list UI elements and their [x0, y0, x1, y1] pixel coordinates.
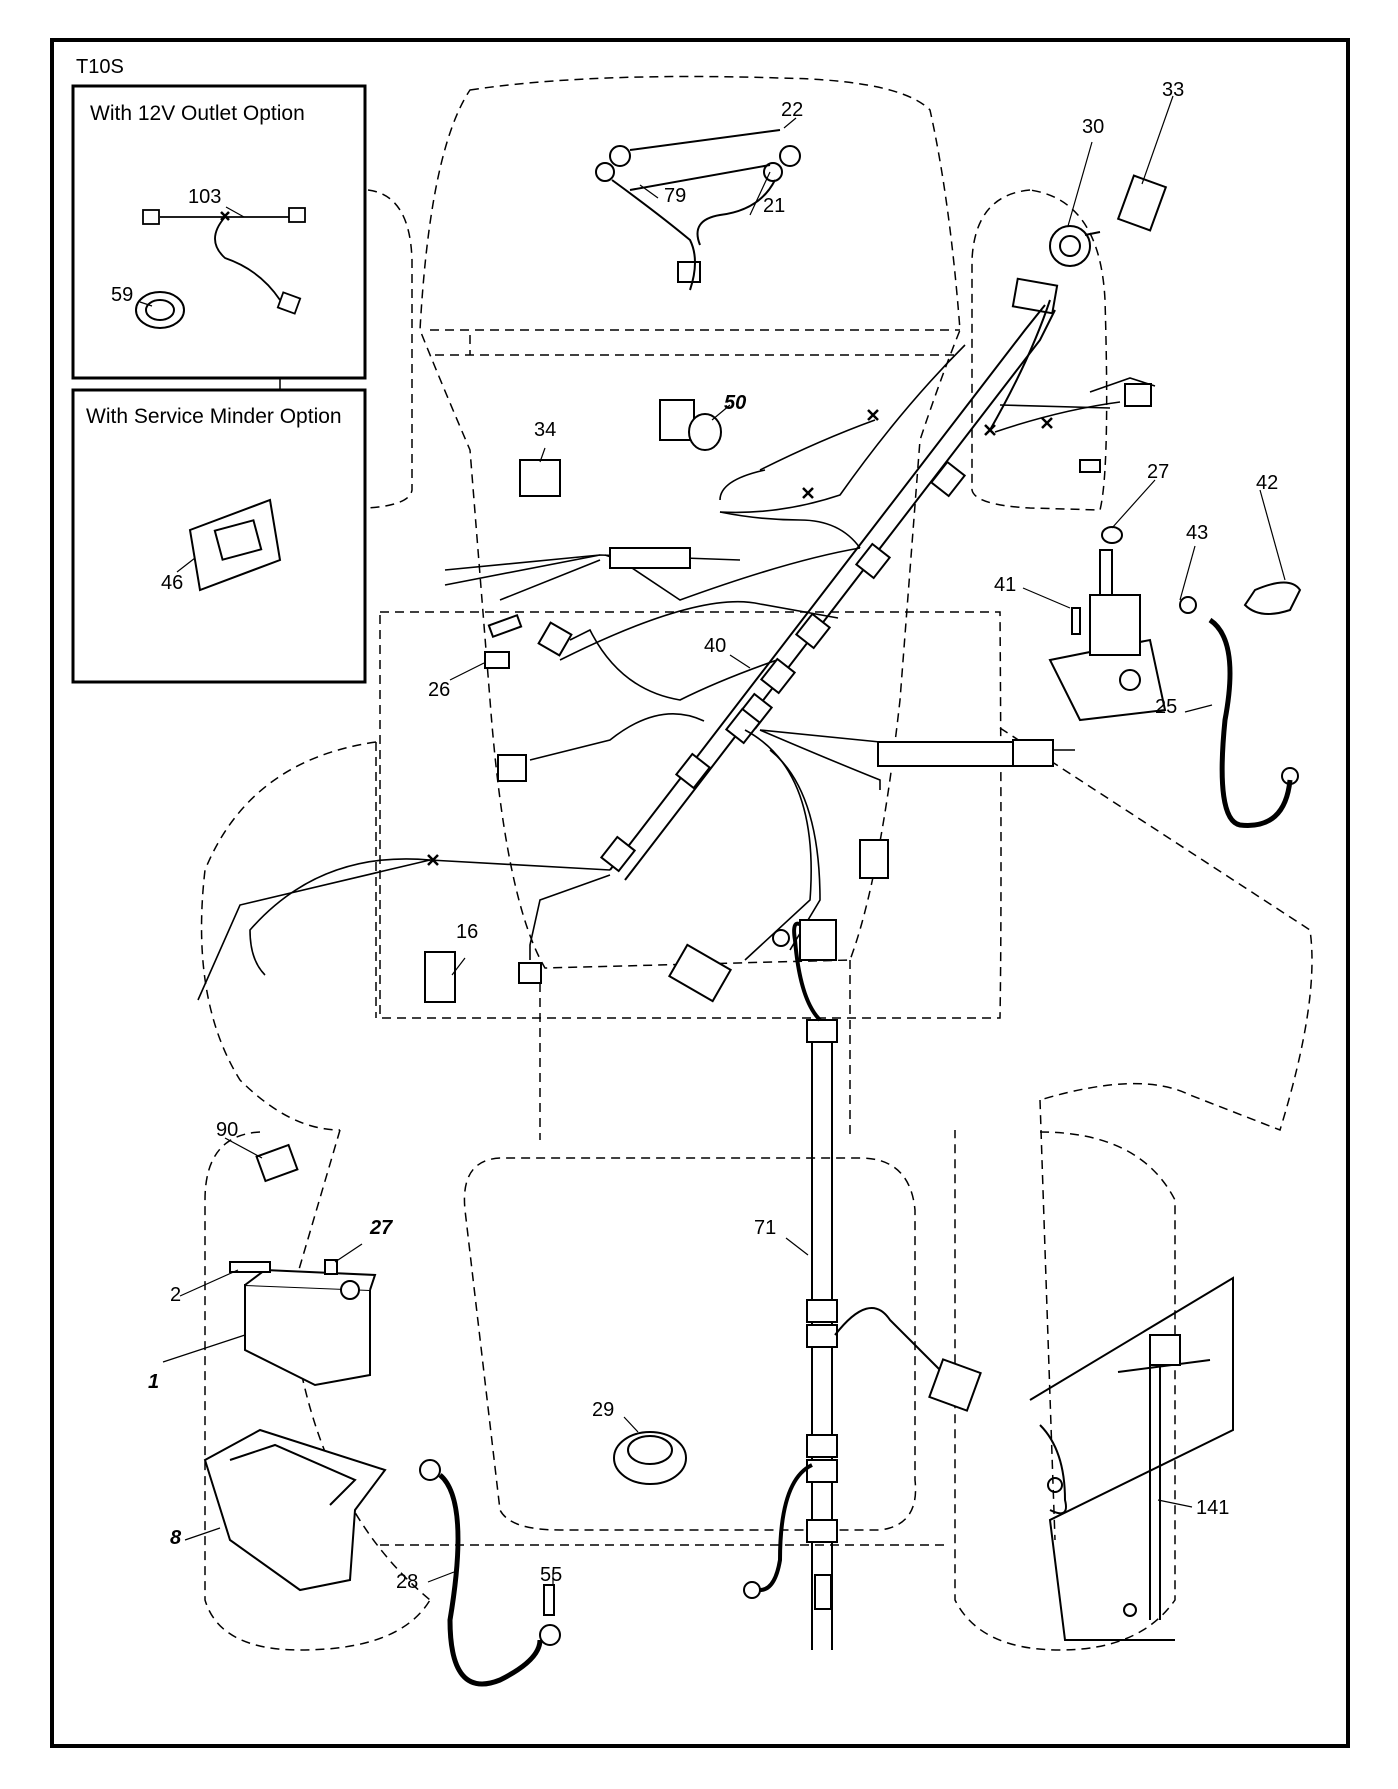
connectors: [487, 383, 1152, 1003]
inset-title-12v: With 12V Outlet Option: [90, 102, 305, 125]
harness-clips: [599, 460, 967, 873]
bolt-55: [543, 1584, 555, 1616]
terminal-boot-42: [1243, 581, 1302, 615]
outer-frame: [50, 38, 1350, 1748]
label-1: 1: [148, 1371, 160, 1393]
ignition-switch: [1049, 225, 1101, 267]
ignition-key: [1116, 174, 1168, 232]
ground-cable-25: [1179, 596, 1299, 828]
label-26: 26: [428, 679, 451, 701]
inset-12v-outlet-box: [71, 84, 367, 380]
bolt-2: [229, 1261, 271, 1273]
harness-branches: [197, 344, 1156, 1001]
label-33: 33: [1162, 79, 1185, 101]
label-141: 141: [1196, 1497, 1230, 1519]
fuse-26: [484, 651, 510, 669]
light-switch: [659, 399, 722, 451]
label-27b: 27: [370, 1217, 393, 1239]
label-2: 2: [170, 1284, 182, 1306]
label-41: 41: [994, 574, 1017, 596]
battery: [244, 1268, 377, 1387]
starter-solenoid: [1048, 526, 1167, 722]
label-28: 28: [396, 1571, 419, 1593]
label-8: 8: [170, 1527, 182, 1549]
bolt-41: [1071, 607, 1081, 635]
splice-marks: [220, 211, 1053, 866]
inset-service-minder-box: [71, 388, 367, 684]
grommet-29: [613, 1431, 687, 1485]
label-42: 42: [1256, 472, 1279, 494]
relay-16: [424, 951, 456, 1003]
label-34: 34: [534, 419, 557, 441]
label-46: 46: [161, 572, 184, 594]
label-55: 55: [540, 1564, 563, 1586]
label-16: 16: [456, 921, 479, 943]
battery-tray: [203, 1428, 387, 1592]
label-90: 90: [216, 1119, 239, 1141]
battery-cable-28: [419, 1459, 561, 1687]
outlet-harness-103: [142, 207, 306, 315]
label-43: 43: [1186, 522, 1209, 544]
label-25: 25: [1155, 696, 1178, 718]
interlock-141: [1029, 1276, 1234, 1641]
label-71: 71: [754, 1217, 777, 1239]
label-103: 103: [188, 186, 222, 208]
label-22: 22: [781, 99, 804, 121]
inset-title-service-minder: With Service Minder Option: [86, 405, 342, 428]
diagram-code: T10S: [76, 56, 124, 78]
label-50: 50: [724, 392, 747, 414]
service-minder-46: [188, 498, 282, 592]
headlight-harness: [595, 129, 801, 291]
nut-27b: [324, 1259, 338, 1275]
label-30: 30: [1082, 116, 1105, 138]
label-40: 40: [704, 635, 727, 657]
label-59: 59: [111, 284, 134, 306]
part-90: [255, 1143, 299, 1183]
label-29: 29: [592, 1399, 615, 1421]
main-harness-40: [609, 277, 1059, 881]
outlet-socket-59: [135, 291, 185, 329]
switch-34: [519, 459, 561, 497]
harness-71: [743, 919, 982, 1650]
label-79: 79: [664, 185, 687, 207]
label-27a: 27: [1147, 461, 1170, 483]
tractor-outline: [200, 75, 1313, 1651]
leader-lines: [139, 95, 1286, 1585]
label-21: 21: [763, 195, 786, 217]
